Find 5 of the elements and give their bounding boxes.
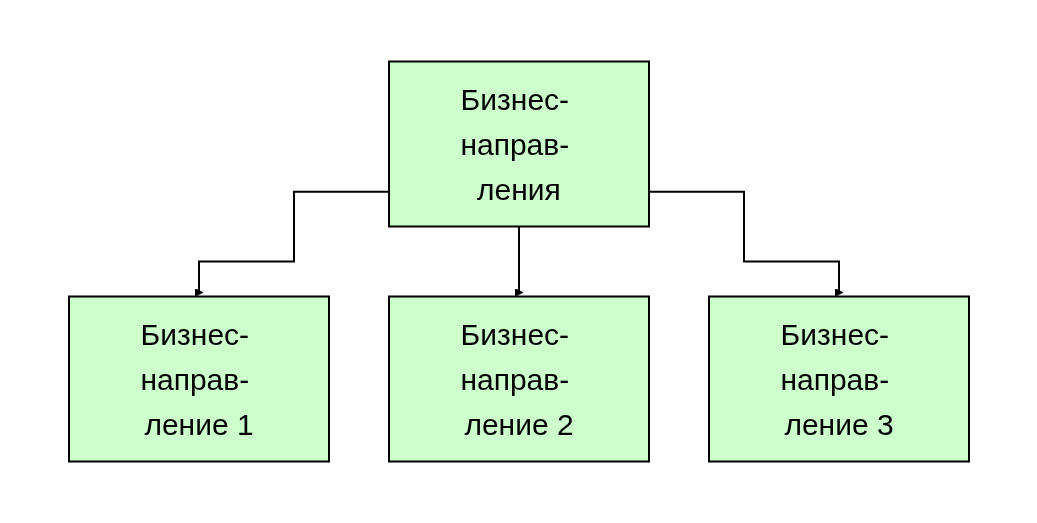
node-box: Бизнес- направ- ление 2 [387, 295, 650, 463]
arrow [514, 225, 523, 297]
node-box: Бизнес- направ- ление 3 [707, 295, 970, 463]
node-box: Бизнес- направ- ления [387, 60, 650, 228]
node-box: Бизнес- направ- ление 1 [67, 295, 330, 463]
